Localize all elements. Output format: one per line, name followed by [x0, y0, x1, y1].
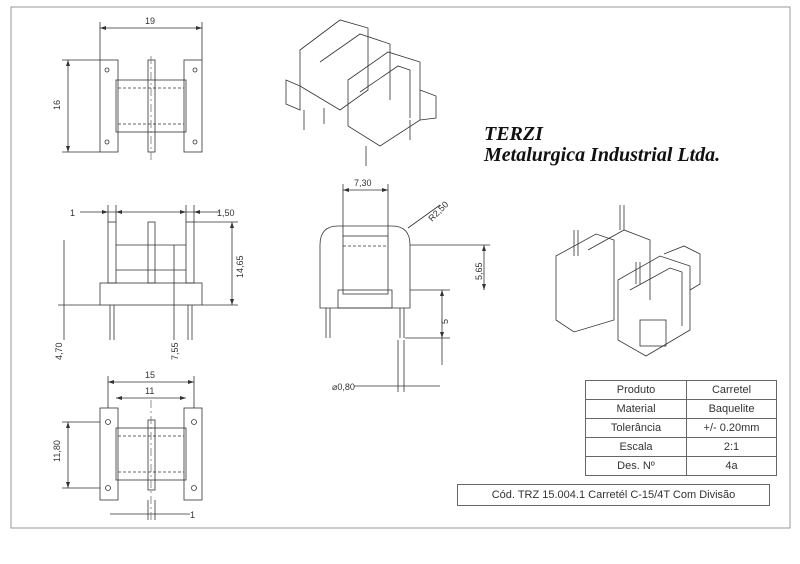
dim-inner-width: 7,30 [354, 178, 372, 188]
table-row: Des. Nº 4a [585, 456, 777, 476]
title-block: Produto Carretel Material Baquelite Tole… [585, 380, 777, 476]
isometric-view-1 [285, 19, 437, 166]
table-row: Material Baquelite [585, 399, 777, 419]
title-block-value: +/- 0.20mm [686, 418, 777, 438]
title-block-key: Tolerância [585, 418, 687, 438]
dim-inner-bottom: 11 [145, 386, 154, 396]
dim-height-total: 14,65 [235, 255, 245, 278]
isometric-view-2 [555, 205, 701, 357]
dim-radius: R2,50 [426, 199, 450, 223]
dim-flange: 1,50 [217, 208, 235, 218]
front-view [58, 205, 238, 340]
dim-pin-length: 4,70 [54, 342, 64, 360]
dim-pin-bottom: 1 [190, 510, 195, 520]
company-block: TERZI Metalurgica Industrial Ltda. [484, 124, 720, 166]
bottom-view [62, 376, 203, 520]
title-block-value: 4a [686, 456, 777, 476]
sheet-border [10, 6, 791, 529]
title-block-key: Material [585, 399, 687, 419]
table-row: Escala 2:1 [585, 437, 777, 457]
title-block-value: Carretel [686, 380, 777, 400]
table-row: Tolerância +/- 0.20mm [585, 418, 777, 438]
side-view [319, 184, 490, 392]
title-block-key: Escala [585, 437, 687, 457]
dim-lower-height: 5 [440, 319, 450, 324]
dim-height-left: 16 [52, 100, 62, 110]
dim-pin-diameter: ⌀0,80 [332, 382, 355, 392]
company-subtitle: Metalurgica Industrial Ltda. [484, 144, 721, 166]
title-block-value: Baquelite [686, 399, 777, 419]
title-block-key: Produto [585, 380, 687, 400]
dim-center-gap: 7,55 [170, 342, 180, 360]
top-view [62, 22, 203, 153]
dim-pin-offset: 1 [70, 208, 75, 218]
dim-height-bottom: 11,80 [52, 440, 62, 462]
title-block-key: Des. Nº [585, 456, 687, 476]
company-name: TERZI [484, 123, 543, 145]
dim-upper-height: 5,65 [474, 262, 484, 280]
title-block-value: 2:1 [686, 437, 777, 457]
dim-width-top: 19 [145, 16, 155, 26]
drawing-code: Cód. TRZ 15.004.1 Carretél C-15/4T Com D… [457, 484, 770, 506]
dim-width-bottom: 15 [145, 370, 155, 380]
table-row: Produto Carretel [585, 380, 777, 400]
